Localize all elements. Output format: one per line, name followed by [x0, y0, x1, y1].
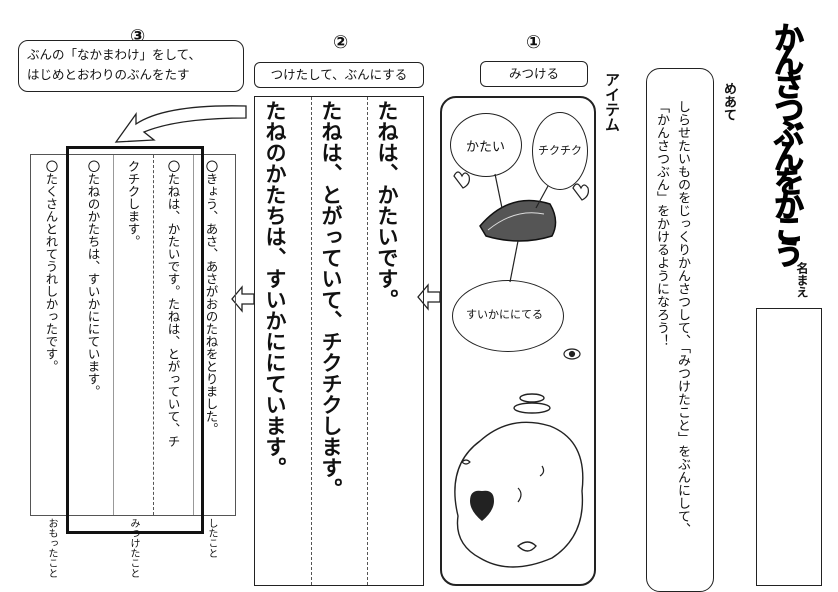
footer-label-mitsuketakoto: みつけたこと: [128, 518, 139, 578]
sentence-1: たねは、かたいです。: [375, 100, 399, 310]
composition-line-2b: クチクします。: [125, 160, 141, 248]
face-marks: [461, 459, 545, 503]
step-1-number: ①: [526, 32, 542, 53]
composition-line-3: 〇たねのかたちは、すいかににています。: [85, 160, 101, 398]
arrow-2-to-3-side: [231, 285, 255, 313]
footer-label-shitakoto: したこと: [206, 518, 217, 558]
footer-label-omottakoto: おもったこと: [46, 518, 57, 578]
item-panel: [440, 96, 596, 586]
seed-drawing: [453, 171, 589, 568]
step-2-number: ②: [333, 32, 349, 53]
seed-icon: [479, 199, 557, 242]
step-3-label-line-1: ぶんの「なかまわけ」をして、: [27, 47, 202, 62]
head-icon: [454, 393, 584, 568]
step-2-sheet: [254, 96, 424, 586]
name-box[interactable]: [756, 308, 822, 586]
step-3-label-line-2: はじめとおわりのぶんをたす: [27, 67, 190, 82]
worksheet-title: かんさつぶんをかこう: [767, 21, 803, 262]
composition-line-4: 〇たくさんとれてうれしかったです。: [43, 160, 59, 373]
bubble-chikuchiku-text: チクチク: [538, 144, 582, 157]
composition-line-1: 〇きょう、あさ、あさがおのたねをとりました。: [203, 160, 219, 435]
bubble-suika-text: すいかににてる: [466, 308, 543, 321]
goal-line-2: 「かんさつぶん」をかけるようになろう！: [654, 100, 669, 347]
middle-group-frame: [66, 146, 204, 534]
sentence-3: たねのかたちは、すいかににています。: [263, 100, 287, 478]
heart-icon: [470, 490, 494, 521]
hand-icon: [453, 171, 589, 201]
goal-label: めあて: [721, 82, 736, 121]
name-label: 名まえ: [795, 262, 809, 298]
arrow-2-to-3: [114, 105, 247, 143]
step-1-label: みつける: [480, 61, 588, 87]
bubble-katai: [450, 113, 522, 177]
composition-line-2a: 〇たねは、かたいです。たねは、とがっていて、チ: [165, 160, 181, 448]
step-2-label: つけたして、ぶんにする: [254, 62, 424, 88]
step-3-label: ぶんの「なかまわけ」をして、 はじめとおわりのぶんをたす: [18, 40, 244, 92]
goal-line-1: しらせたいものをじっくりかんさつして、「みつけたこと」をぶんにして、: [675, 100, 690, 536]
eye-icon: [563, 348, 581, 360]
step-3-sheet: [30, 154, 236, 516]
bubble-suika: [452, 280, 564, 352]
bubble-chikuchiku: [532, 112, 588, 190]
item-label: アイテム: [603, 72, 621, 132]
sentence-2: たねは、とがっていて、チクチクします。: [319, 100, 343, 499]
bubble-katai-text: かたい: [466, 140, 506, 155]
